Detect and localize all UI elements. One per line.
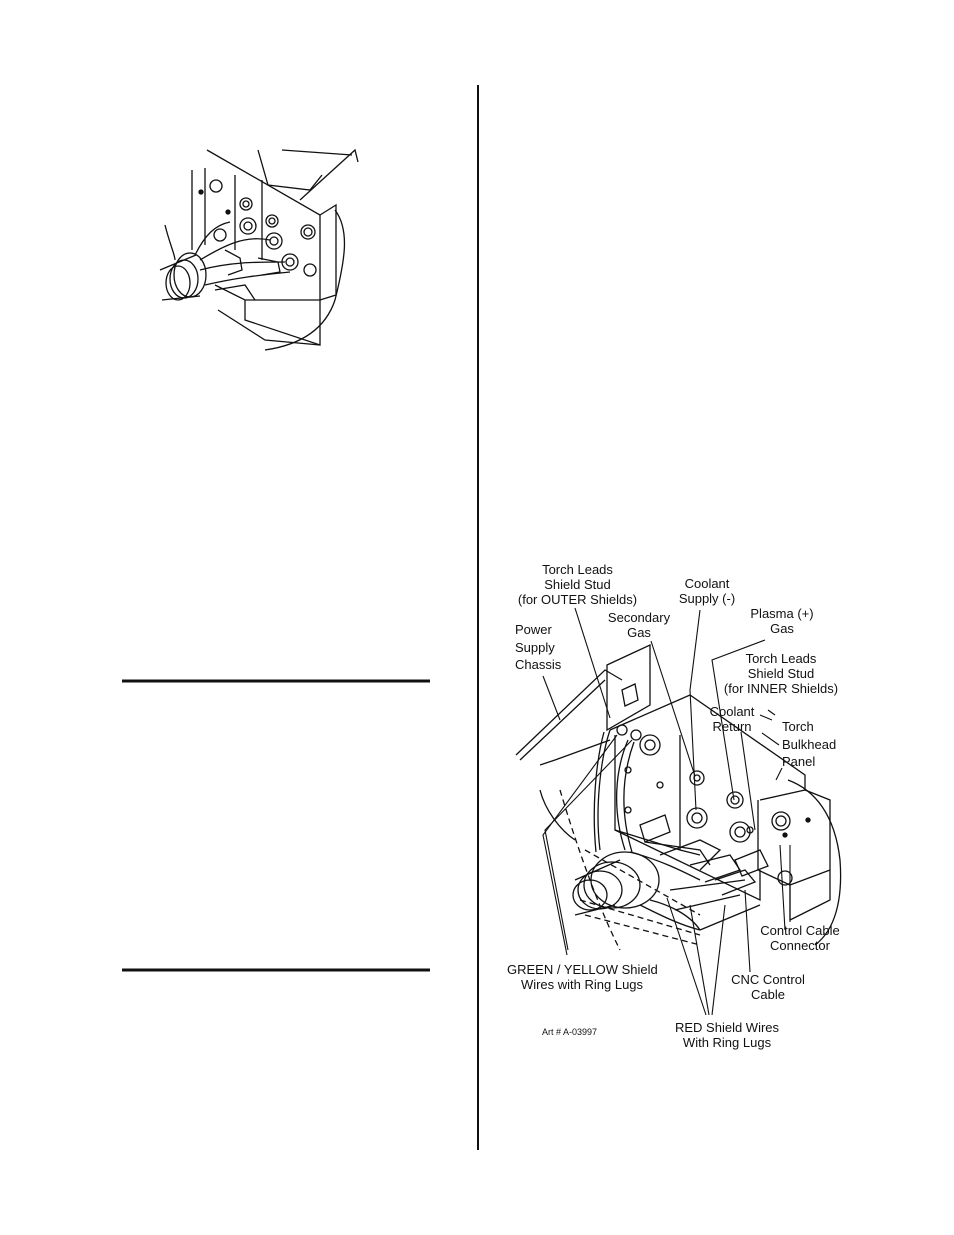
left-illustration (159, 148, 359, 351)
label-line: (for INNER Shields) (723, 681, 839, 696)
label-line: Supply (515, 639, 555, 655)
coolant-return-label: Coolant Return (702, 704, 762, 734)
label-line: Gas (770, 621, 794, 636)
label-line: Chassis (515, 657, 562, 672)
red-shield-wires-label: RED Shield Wires With Ring Lugs (664, 1020, 790, 1050)
label-line: (for OUTER Shields) (517, 592, 638, 607)
label-line: Shield Stud (544, 577, 611, 592)
label-line: Panel (782, 754, 816, 769)
label-line: GREEN / YELLOW Shield (507, 962, 658, 977)
plasma-gas-label: Plasma (+) Gas (742, 606, 822, 636)
label-line: Supply (-) (678, 591, 736, 606)
coolant-supply-label: Coolant Supply (-) (670, 576, 744, 606)
label-line: Power (515, 622, 552, 637)
art-number: Art # A-03997 (542, 1027, 598, 1037)
label-line: Control Cable (760, 923, 840, 938)
torch-bulkhead-panel-label: Torch Bulkhead Panel (782, 718, 836, 771)
label-line: Torch (782, 719, 814, 734)
label-line: Shield Stud (747, 666, 815, 681)
label-line: Coolant (684, 576, 730, 591)
label-line: Cable (751, 987, 785, 1002)
leader-lines (542, 607, 791, 1016)
torch-leads-outer-label: Torch Leads Shield Stud (for OUTER Shiel… (515, 562, 640, 607)
label-line: Coolant (709, 704, 755, 719)
control-cable-connector-label: Control Cable Connector (753, 923, 847, 953)
label-line: Secondary (607, 610, 671, 625)
label-line: Return (712, 719, 752, 734)
label-line: With Ring Lugs (682, 1035, 772, 1050)
label-line: Torch Leads (745, 651, 817, 666)
label-line: Plasma (+) (750, 606, 814, 621)
label-line: RED Shield Wires (674, 1020, 780, 1035)
label-line: Connector (770, 938, 830, 953)
label-line: Torch Leads (542, 562, 613, 577)
green-yellow-shield-label: GREEN / YELLOW Shield Wires with Ring Lu… (507, 962, 658, 992)
label-line: Bulkhead (782, 736, 837, 752)
cnc-control-cable-label: CNC Control Cable (723, 972, 813, 1002)
label-line: Gas (627, 625, 651, 640)
label-line: Wires with Ring Lugs (520, 977, 644, 992)
secondary-gas-label: Secondary Gas (601, 610, 677, 640)
label-line: CNC Control (731, 972, 805, 987)
power-supply-chassis-label: Power Supply Chassis (515, 621, 561, 674)
torch-leads-inner-label: Torch Leads Shield Stud (for INNER Shiel… (716, 651, 846, 696)
